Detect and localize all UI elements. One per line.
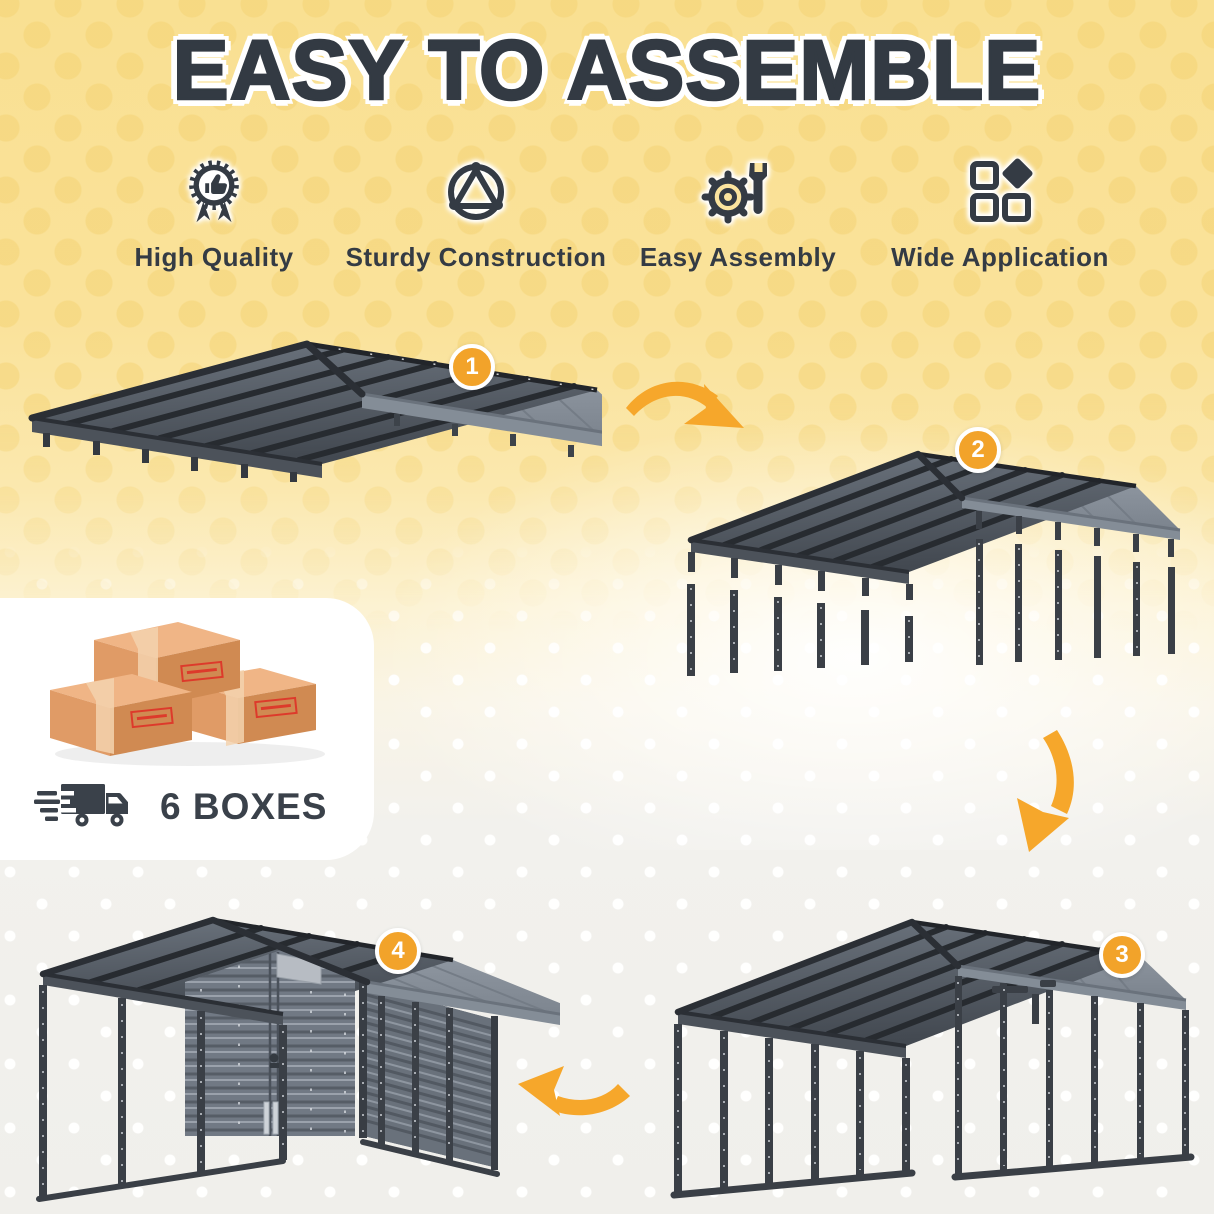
- feature-label: Wide Application: [891, 242, 1109, 272]
- feature-label: Easy Assembly: [639, 242, 837, 272]
- quality-badge-icon: [175, 146, 253, 232]
- shipping-panel: 6 BOXES: [0, 598, 374, 860]
- features-row: High Quality Sturdy Construction: [0, 146, 1214, 273]
- page-title: EASY TO ASSEMBLE: [171, 22, 1042, 119]
- feature-sturdy-construction: Sturdy Construction: [345, 146, 607, 273]
- squares-grid-icon: [960, 146, 1040, 232]
- feature-label: High Quality: [134, 242, 294, 272]
- feature-label: Sturdy Construction: [345, 242, 607, 272]
- shipping-row: 6 BOXES: [34, 776, 327, 837]
- curved-arrow-down-icon: [1005, 722, 1100, 867]
- delivery-truck-icon: [34, 776, 140, 837]
- step-4-badge: 4: [375, 928, 421, 974]
- curved-arrow-right-icon: [618, 358, 748, 448]
- feature-easy-assembly: Easy Assembly: [607, 146, 869, 273]
- assembly-step-3-illustration: [644, 892, 1214, 1214]
- curved-arrow-left-icon: [512, 1052, 637, 1142]
- step-3-badge: 3: [1099, 932, 1145, 978]
- assembly-step-2-illustration: [663, 428, 1203, 688]
- feature-high-quality: High Quality: [83, 146, 345, 273]
- assembly-step-1-illustration: [22, 332, 653, 487]
- step-2-badge: 2: [955, 427, 1001, 473]
- box-count-label: 6 BOXES: [160, 785, 328, 827]
- cardboard-boxes-illustration: [30, 612, 342, 775]
- gear-wrench-icon: [698, 146, 778, 232]
- triangle-frame-icon: [436, 146, 516, 232]
- feature-wide-application: Wide Application: [869, 146, 1131, 273]
- assembly-step-4-illustration: [15, 890, 608, 1214]
- step-1-badge: 1: [449, 344, 495, 390]
